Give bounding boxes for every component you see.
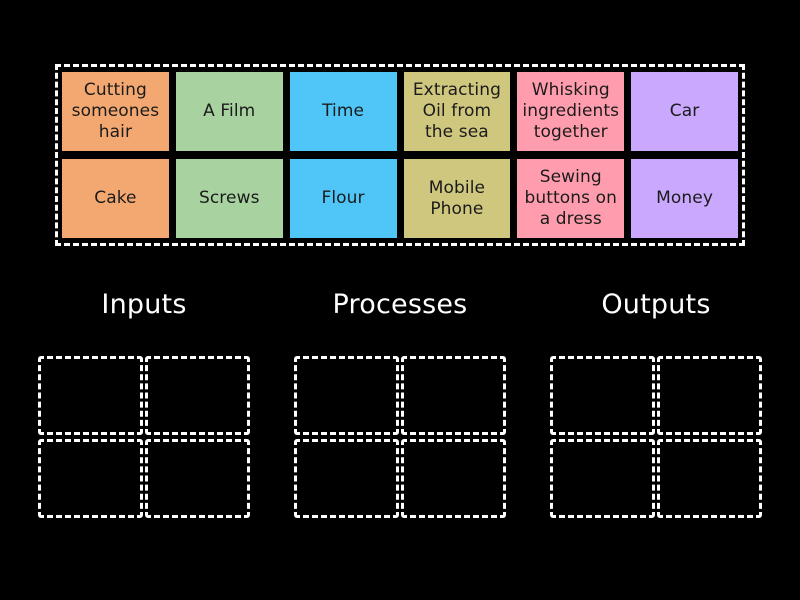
drop-slot[interactable]	[38, 356, 143, 435]
category-column: Outputs	[528, 288, 784, 518]
draggable-tile[interactable]: Flour	[289, 159, 397, 238]
draggable-tile[interactable]: Money	[631, 159, 738, 238]
drop-slot[interactable]	[38, 439, 143, 518]
draggable-tile[interactable]: Mobile Phone	[403, 159, 511, 238]
draggable-tile[interactable]: A Film	[175, 72, 283, 151]
category-title: Inputs	[101, 289, 187, 320]
draggable-tile[interactable]: Time	[289, 72, 397, 151]
category-title: Outputs	[601, 289, 711, 320]
drop-slot[interactable]	[401, 439, 506, 518]
drop-slot[interactable]	[401, 356, 506, 435]
draggable-tile[interactable]: Cutting someones hair	[62, 72, 169, 151]
category-column: Processes	[272, 288, 528, 518]
drop-slot[interactable]	[550, 356, 655, 435]
drop-slot-grid	[294, 356, 506, 518]
drop-slot[interactable]	[657, 439, 762, 518]
draggable-tile[interactable]: Screws	[175, 159, 283, 238]
drop-slot[interactable]	[145, 439, 250, 518]
category-column: Inputs	[16, 288, 272, 518]
drop-slot[interactable]	[145, 356, 250, 435]
draggable-tile[interactable]: Car	[631, 72, 738, 151]
draggable-tile[interactable]: Cake	[62, 159, 169, 238]
draggable-tile[interactable]: Whisking ingredients together	[517, 72, 625, 151]
drop-slot[interactable]	[294, 356, 399, 435]
drop-slot[interactable]	[294, 439, 399, 518]
category-area: Inputs Processes Outputs	[0, 288, 800, 538]
drop-slot[interactable]	[550, 439, 655, 518]
draggable-tile[interactable]: Sewing buttons on a dress	[517, 159, 625, 238]
category-title: Processes	[332, 289, 468, 320]
drop-slot-grid	[550, 356, 762, 518]
drop-slot[interactable]	[657, 356, 762, 435]
draggable-tile[interactable]: Extracting Oil from the sea	[403, 72, 511, 151]
drop-slot-grid	[38, 356, 250, 518]
